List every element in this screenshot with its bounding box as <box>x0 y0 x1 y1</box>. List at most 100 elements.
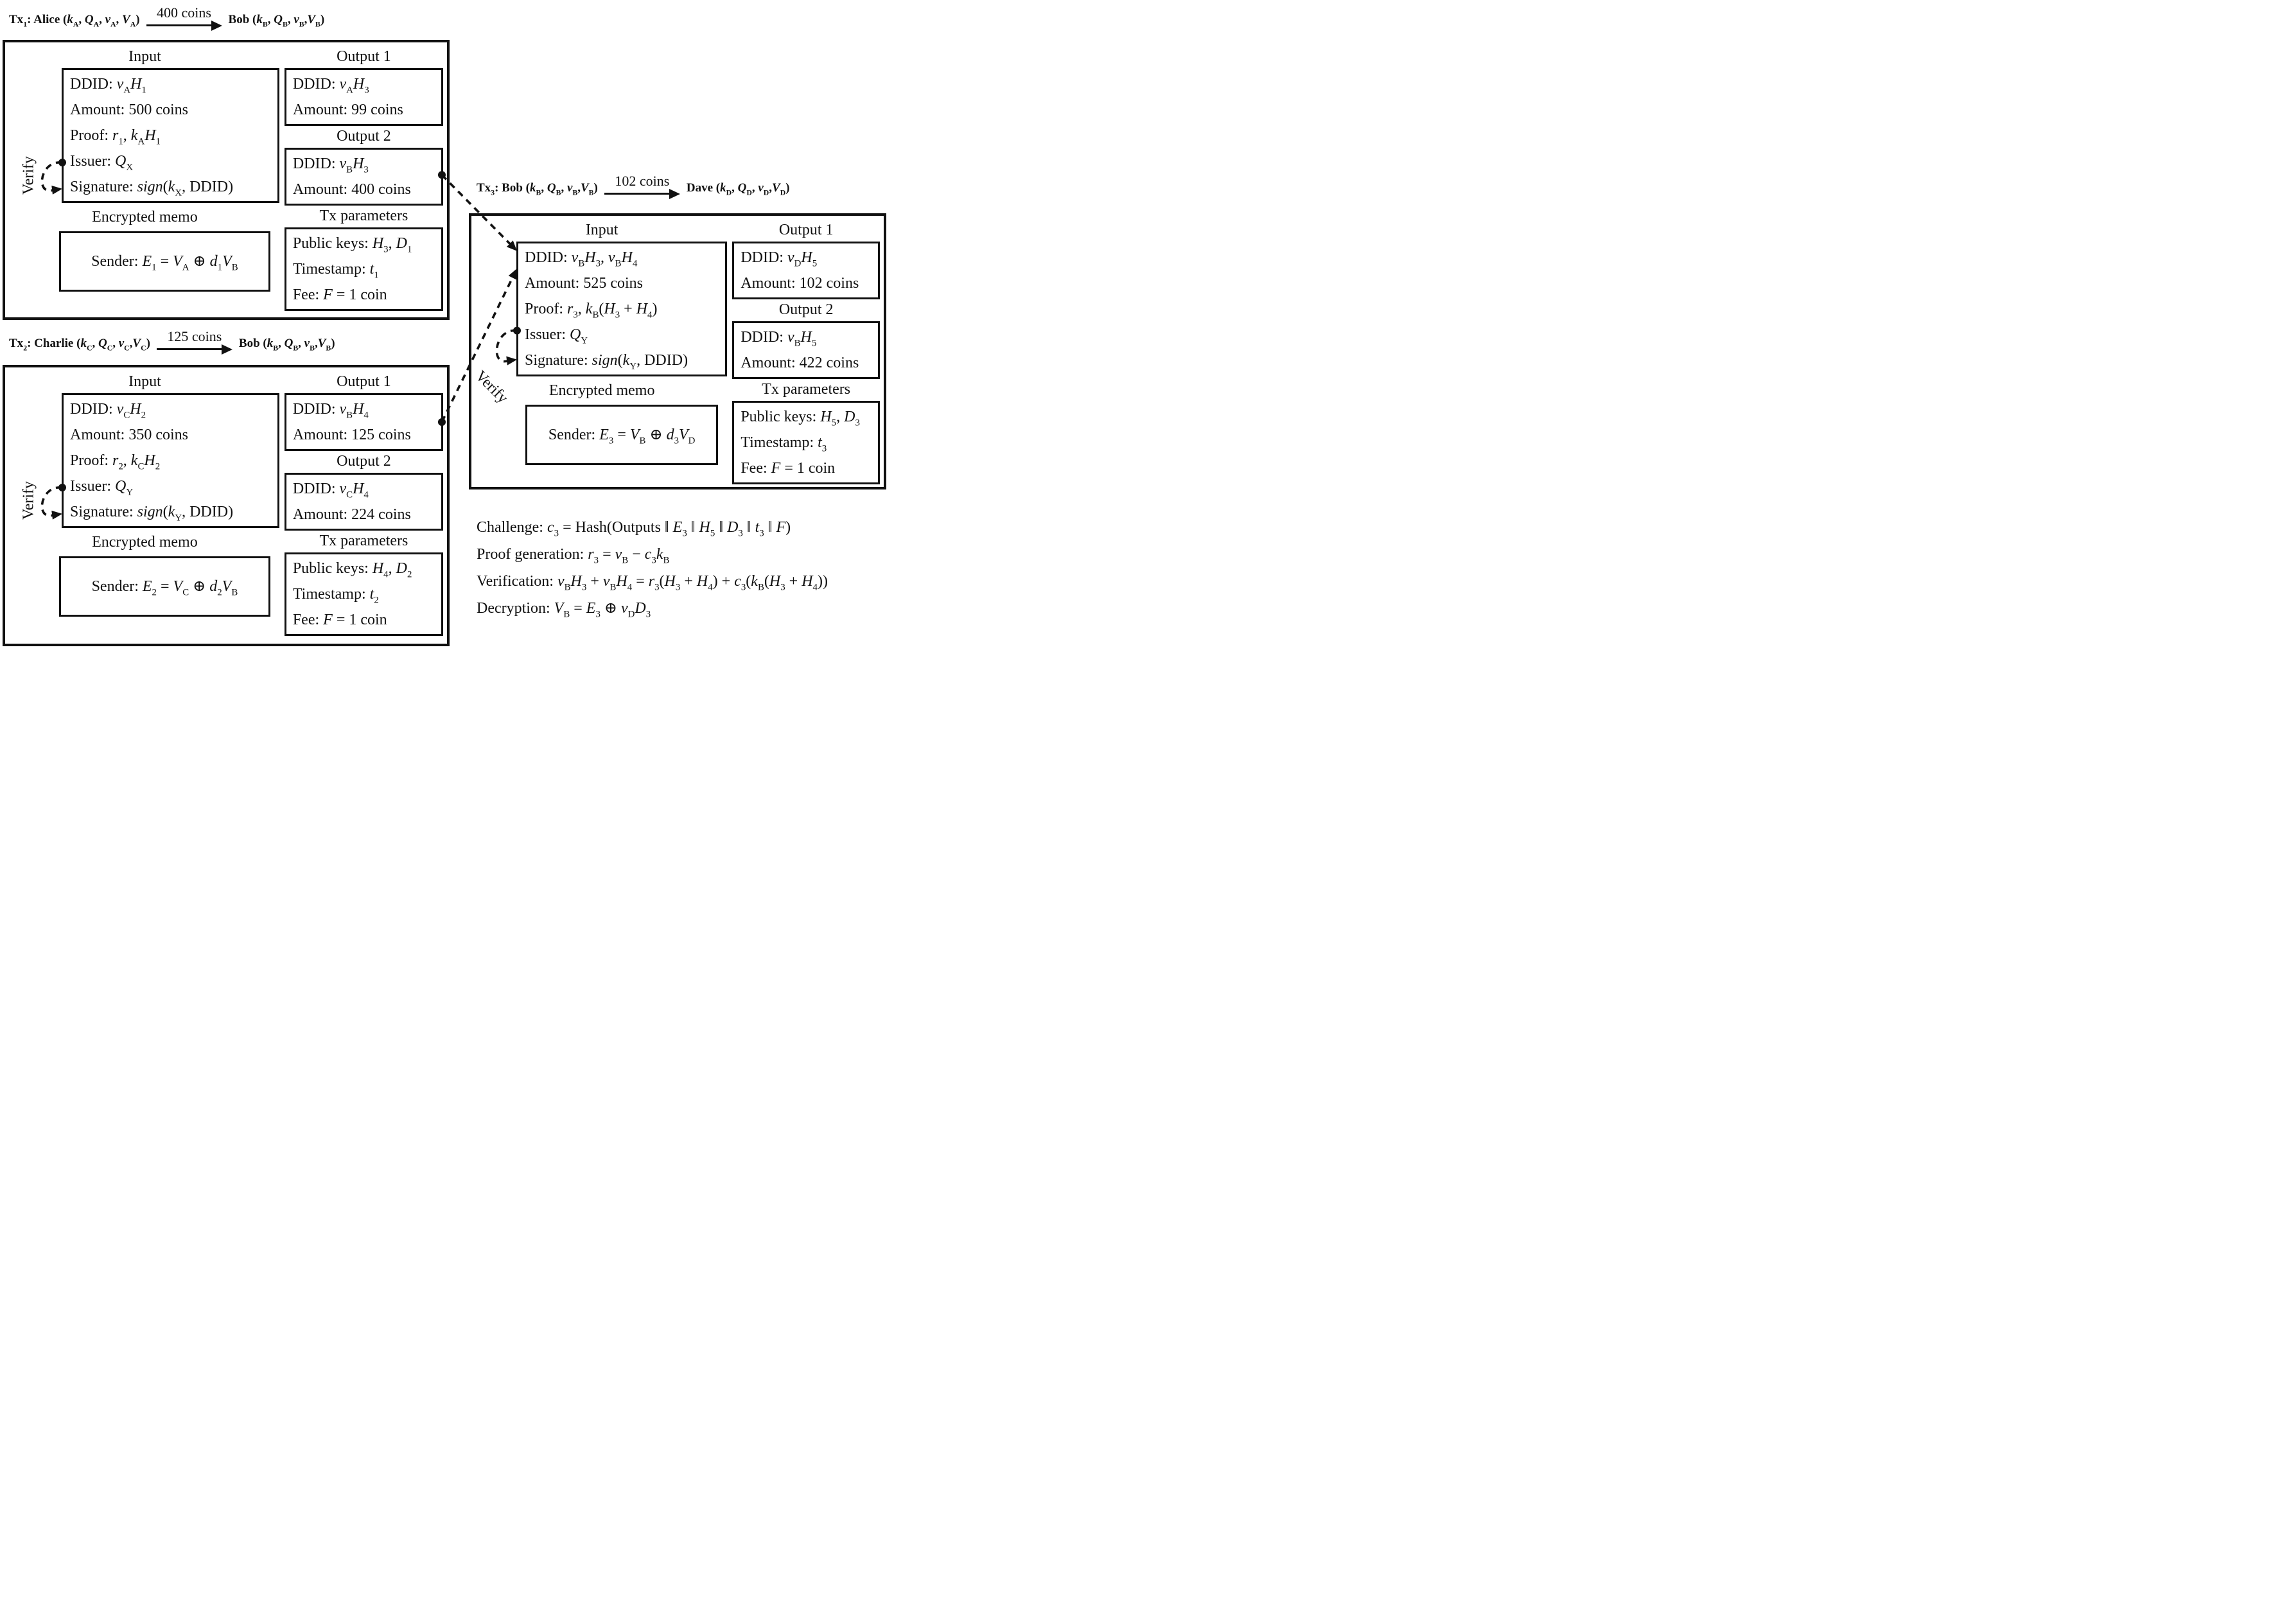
tx3-recipient: Dave (kD, QD, vD,VD) <box>686 181 790 197</box>
tx1-output2-label: Output 2 <box>337 128 391 145</box>
tx2-input-line: Amount: 350 coins <box>70 427 188 443</box>
tx3-memo-box: Sender: E3 = VB ⊕ d3VD <box>525 405 719 465</box>
tx2-coins-label: 125 coins <box>167 328 222 344</box>
tx2-box: Input DDID: vCH2 Amount: 350 coins Proof… <box>3 365 450 646</box>
tx2-output2-line: Amount: 224 coins <box>292 506 411 523</box>
tx3-transfer-arrow: 102 coins <box>604 173 680 199</box>
tx2-param-line: Timestamp: t2 <box>292 586 379 606</box>
tx1-input-line: Amount: 500 coins <box>70 101 188 118</box>
tx3-output2-line: Amount: 422 coins <box>741 355 859 371</box>
tx1-memo-box: Sender: E1 = VA ⊕ d1VB <box>59 231 270 292</box>
tx3-title: Tx3: Bob (kB, QB, vB,VB) <box>477 181 598 197</box>
tx1-box: Input DDID: vAH1 Amount: 500 coins Proof… <box>3 40 450 320</box>
tx1-memo-line: Sender: E1 = VA ⊕ d1VB <box>91 253 238 273</box>
tx3-input-line: Signature: sign(kY, DDID) <box>525 352 688 372</box>
tx3-left-column: Input DDID: vBH3, vBH4 Amount: 525 coins… <box>475 220 728 487</box>
tx3-param-line: Public keys: H5, D3 <box>741 409 860 428</box>
tx1-title: Tx1: Alice (kA, QA, vA, VA) <box>9 13 140 29</box>
tx2-output1-line: Amount: 125 coins <box>292 427 411 443</box>
tx1-arrow-icon <box>146 21 222 31</box>
tx3-output2-label: Output 2 <box>778 301 834 318</box>
tx1-output2-line: DDID: vBH3 <box>292 155 369 175</box>
tx2-arrow-icon <box>156 344 232 355</box>
tx2-left-column: Input DDID: vCH2 Amount: 350 coins Proof… <box>9 371 281 644</box>
tx1-output2-line: Amount: 400 coins <box>292 181 411 198</box>
tx2-input-box: DDID: vCH2 Amount: 350 coins Proof: r2, … <box>62 393 279 528</box>
tx3-input-line: Proof: r3, kB(H3 + H4) <box>525 301 658 321</box>
tx1-input-line: Proof: r1, kAH1 <box>70 127 161 147</box>
tx2-header: Tx2: Charlie (kC, QC, vC,VC) 125 coins B… <box>9 328 335 355</box>
tx2-output1-box: DDID: vBH4 Amount: 125 coins <box>284 393 443 451</box>
tx1-param-line: Fee: F = 1 coin <box>292 286 387 303</box>
tx1-memo-label: Encrypted memo <box>92 209 198 225</box>
tx1-input-line: Issuer: QX <box>70 153 134 173</box>
tx3-input-label: Input <box>585 222 618 238</box>
tx2-input-line: Proof: r2, kCH2 <box>70 452 161 472</box>
tx2-title: Tx2: Charlie (kC, QC, vC,VC) <box>9 337 150 353</box>
tx2-param-line: Fee: F = 1 coin <box>292 612 387 628</box>
tx3-output2-line: DDID: vBH5 <box>741 329 817 349</box>
equation-line: Proof generation: r3 = vB − c3kB <box>477 546 670 566</box>
tx1-input-line: DDID: vAH1 <box>70 76 146 96</box>
equation-line: Challenge: c3 = Hash(Outputs ‖ E3 ‖ H5 ‖… <box>477 519 791 539</box>
tx1-input-box: DDID: vAH1 Amount: 500 coins Proof: r1, … <box>62 68 279 203</box>
tx2-params-label: Tx parameters <box>319 533 408 549</box>
tx3-param-line: Fee: F = 1 coin <box>741 460 836 477</box>
tx3-params-label: Tx parameters <box>762 381 851 398</box>
tx2-memo-box: Sender: E2 = VC ⊕ d2VB <box>59 556 270 617</box>
tx2-input-line: Signature: sign(kY, DDID) <box>70 504 234 524</box>
tx2-memo-line: Sender: E2 = VC ⊕ d2VB <box>91 578 238 598</box>
tx3-output2-box: DDID: vBH5 Amount: 422 coins <box>732 321 880 379</box>
diagram-canvas: Tx1: Alice (kA, QA, vA, VA) 400 coins Bo… <box>0 0 918 649</box>
equations-block: Challenge: c3 = Hash(Outputs ‖ E3 ‖ H5 ‖… <box>477 514 828 622</box>
tx3-header: Tx3: Bob (kB, QB, vB,VB) 102 coins Dave … <box>477 173 790 199</box>
tx3-output1-label: Output 1 <box>778 222 834 238</box>
tx2-output2-box: DDID: vCH4 Amount: 224 coins <box>284 473 443 531</box>
tx2-recipient: Bob (kB, QB, vB,VB) <box>238 337 335 353</box>
tx3-arrow-icon <box>604 189 680 199</box>
tx3-box: Input DDID: vBH3, vBH4 Amount: 525 coins… <box>469 213 886 489</box>
tx3-output1-line: DDID: vDH5 <box>741 249 818 269</box>
tx1-input-label: Input <box>128 48 161 65</box>
tx2-output2-label: Output 2 <box>337 453 391 470</box>
tx2-input-line: DDID: vCH2 <box>70 401 146 421</box>
tx3-input-line: DDID: vBH3, vBH4 <box>525 249 638 269</box>
tx3-params-box: Public keys: H5, D3 Timestamp: t3 Fee: F… <box>732 401 880 484</box>
tx1-left-column: Input DDID: vAH1 Amount: 500 coins Proof… <box>9 46 281 317</box>
tx1-output1-box: DDID: vAH3 Amount: 99 coins <box>284 68 443 126</box>
tx1-output1-line: DDID: vAH3 <box>292 76 369 96</box>
tx1-param-line: Public keys: H3, D1 <box>292 235 412 255</box>
tx1-recipient: Bob (kB, QB, vB,VB) <box>228 13 325 29</box>
tx1-coins-label: 400 coins <box>157 4 211 21</box>
tx2-input-label: Input <box>128 373 161 390</box>
tx2-transfer-arrow: 125 coins <box>156 328 232 355</box>
tx3-param-line: Timestamp: t3 <box>741 434 827 454</box>
tx3-coins-label: 102 coins <box>615 173 670 189</box>
tx2-output1-label: Output 1 <box>337 373 391 390</box>
tx3-input-box: DDID: vBH3, vBH4 Amount: 525 coins Proof… <box>516 242 728 376</box>
tx1-input-line: Signature: sign(kX, DDID) <box>70 179 234 198</box>
tx1-params-box: Public keys: H3, D1 Timestamp: t1 Fee: F… <box>284 227 443 311</box>
tx1-transfer-arrow: 400 coins <box>146 4 222 31</box>
tx1-output1-label: Output 1 <box>337 48 391 65</box>
tx3-input-line: Issuer: QY <box>525 326 588 346</box>
tx3-memo-label: Encrypted memo <box>548 382 655 399</box>
tx2-params-box: Public keys: H4, D2 Timestamp: t2 Fee: F… <box>284 552 443 636</box>
tx1-verify-label: Verify <box>20 155 37 195</box>
tx1-header: Tx1: Alice (kA, QA, vA, VA) 400 coins Bo… <box>9 4 325 31</box>
tx3-input-line: Amount: 525 coins <box>525 275 643 292</box>
tx3-memo-line: Sender: E3 = VB ⊕ d3VD <box>548 427 696 446</box>
tx3-output1-box: DDID: vDH5 Amount: 102 coins <box>732 242 880 299</box>
tx2-input-line: Issuer: QY <box>70 478 134 498</box>
tx3-right-column: Output 1 DDID: vDH5 Amount: 102 coins Ou… <box>728 220 884 487</box>
tx1-param-line: Timestamp: t1 <box>292 261 379 281</box>
tx2-verify-label: Verify <box>20 480 37 520</box>
tx1-output1-line: Amount: 99 coins <box>292 101 403 118</box>
tx1-output2-box: DDID: vBH3 Amount: 400 coins <box>284 148 443 206</box>
tx1-params-label: Tx parameters <box>319 207 408 224</box>
tx2-output1-line: DDID: vBH4 <box>292 401 369 421</box>
tx2-output2-line: DDID: vCH4 <box>292 480 369 500</box>
tx3-output1-line: Amount: 102 coins <box>741 275 859 292</box>
equation-line: Decryption: VB = E3 ⊕ vDD3 <box>477 600 651 620</box>
tx2-memo-label: Encrypted memo <box>92 534 198 551</box>
